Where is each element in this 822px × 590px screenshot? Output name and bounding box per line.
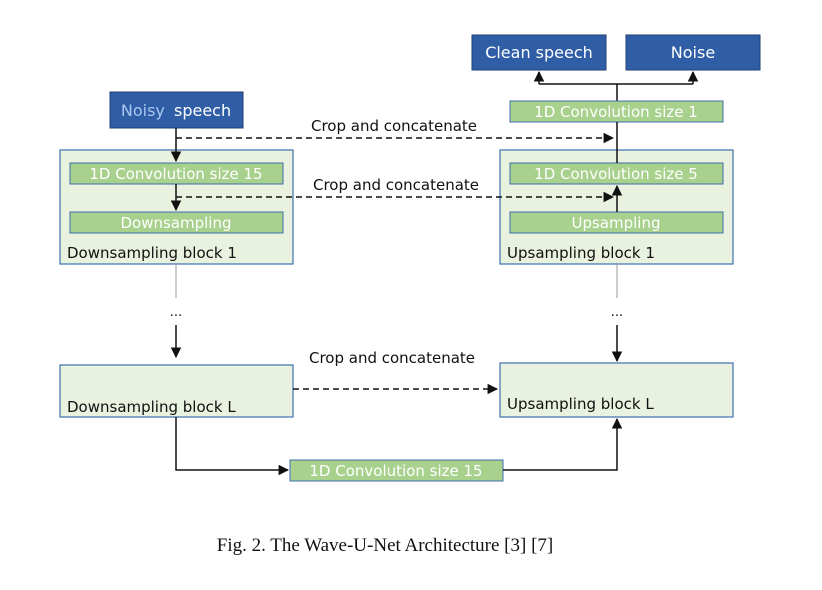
down1-sampling-label: Downsampling xyxy=(120,214,231,232)
final-conv-label: 1D Convolution size 1 xyxy=(534,103,698,121)
figure-caption: Fig. 2. The Wave-U-Net Architecture [3] … xyxy=(216,535,554,556)
down1-conv-label: 1D Convolution size 15 xyxy=(89,165,262,183)
up1-block-label: Upsampling block 1 xyxy=(507,244,655,262)
skip-label-mid: Crop and concatenate xyxy=(313,176,479,194)
ellipsis-left: ... xyxy=(170,305,182,320)
skip-connections xyxy=(176,132,615,395)
final-conv-box: 1D Convolution size 1 xyxy=(509,100,724,123)
noisy-speech-input-box: Noisy speech xyxy=(109,91,244,129)
up1-sampling-label: Upsampling xyxy=(571,214,660,232)
upl-block-label: Upsampling block L xyxy=(507,395,654,413)
noisy-speech-label: Noisy speech xyxy=(121,101,231,120)
speech-word: speech xyxy=(174,101,231,120)
downl-block-label: Downsampling block L xyxy=(67,398,236,416)
noise-output-box: Noise xyxy=(625,34,761,71)
noisy-word: Noisy xyxy=(121,101,165,120)
clean-speech-label: Clean speech xyxy=(485,43,593,62)
bottom-conv-box: 1D Convolution size 15 xyxy=(289,459,504,482)
noise-label: Noise xyxy=(671,43,715,62)
output-arrows xyxy=(533,70,699,101)
bottom-conv-label: 1D Convolution size 15 xyxy=(309,462,482,480)
clean-speech-output-box: Clean speech xyxy=(471,34,607,71)
ellipsis-right: ... xyxy=(611,305,623,320)
upsampling-block-l: Upsampling block L xyxy=(499,362,734,418)
up1-conv-label: 1D Convolution size 5 xyxy=(534,165,698,183)
skip-label-bottom: Crop and concatenate xyxy=(309,349,475,367)
upsampling-block-1: 1D Convolution size 5 Upsampling Upsampl… xyxy=(499,149,734,265)
down1-block-label: Downsampling block 1 xyxy=(67,244,237,262)
skip-label-top: Crop and concatenate xyxy=(311,117,477,135)
up-path-arrows xyxy=(503,122,623,471)
downsampling-block-l: Downsampling block L xyxy=(59,364,294,418)
